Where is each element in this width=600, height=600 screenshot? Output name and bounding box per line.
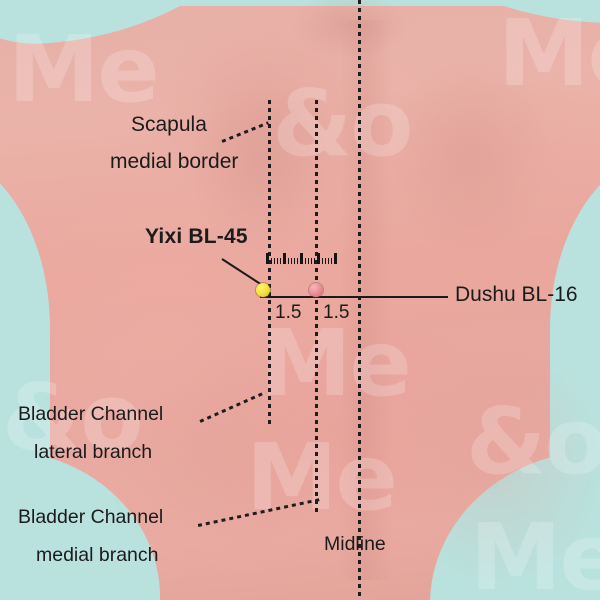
guide-line-bladder-medial — [315, 100, 318, 512]
point-dushu-bl16[interactable] — [309, 283, 323, 297]
ruler-major-tick — [334, 253, 337, 264]
ruler-minor-tick — [291, 258, 292, 264]
label-dushu-bl16: Dushu BL-16 — [455, 283, 578, 306]
ruler-minor-tick — [305, 258, 306, 264]
ruler-minor-tick — [277, 258, 278, 264]
label-bladder-lateral-line2: lateral branch — [34, 441, 153, 463]
ruler-minor-tick — [331, 258, 332, 264]
ruler-minor-tick — [271, 258, 272, 264]
leader-dushu — [260, 296, 448, 298]
ruler-minor-tick — [328, 258, 329, 264]
ruler-minor-tick — [297, 258, 298, 264]
ruler-major-tick — [283, 253, 286, 264]
label-bladder-medial-line2: medial branch — [36, 544, 159, 566]
ruler-minor-tick — [294, 258, 295, 264]
measuring-ruler — [266, 252, 339, 264]
label-midline: Midline — [324, 533, 386, 555]
label-yixi-bl45: Yixi BL-45 — [145, 225, 248, 248]
ruler-minor-tick — [274, 258, 275, 264]
ruler-minor-tick — [288, 258, 289, 264]
label-scapula-line1: Scapula — [131, 113, 207, 136]
ruler-minor-tick — [322, 258, 323, 264]
label-scapula-line2: medial border — [110, 150, 239, 173]
label-measure-left: 1.5 — [275, 302, 302, 323]
ruler-minor-tick — [311, 258, 312, 264]
label-bladder-medial-line1: Bladder Channel — [18, 506, 164, 528]
guide-line-midline — [358, 0, 361, 600]
guide-line-bladder-lateral — [268, 100, 271, 428]
ruler-minor-tick — [280, 258, 281, 264]
ruler-major-tick — [266, 253, 269, 264]
ruler-major-tick — [300, 253, 303, 264]
ruler-major-tick — [317, 253, 320, 264]
point-yixi-bl45[interactable] — [256, 283, 270, 297]
ruler-minor-tick — [325, 258, 326, 264]
ruler-minor-tick — [314, 258, 315, 264]
label-bladder-lateral-line1: Bladder Channel — [18, 403, 164, 425]
label-measure-right: 1.5 — [323, 302, 350, 323]
ruler-minor-tick — [308, 258, 309, 264]
